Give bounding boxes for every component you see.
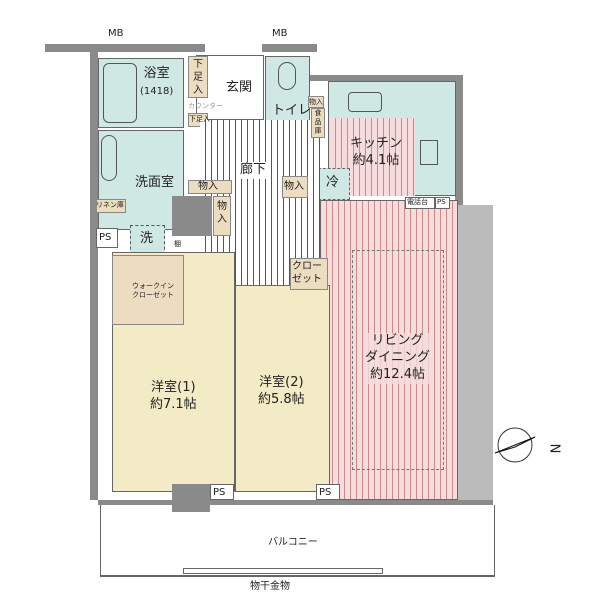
- hallway-label: 廊下: [240, 162, 267, 179]
- stove-icon: [420, 140, 438, 165]
- room1-name: 洋室(1): [151, 380, 196, 395]
- right-wall-upper: [455, 75, 463, 205]
- shoe-storage-1: [188, 56, 208, 98]
- closet-name-1: クロー: [292, 261, 322, 272]
- living-name-2: ダイニング: [365, 349, 431, 365]
- wic-name-2: クローゼット: [132, 291, 174, 300]
- washer-space: [130, 225, 165, 255]
- washroom-label: 洗面室: [135, 175, 175, 190]
- balcony-label: バルコニー: [268, 537, 318, 548]
- shoe-storage-1-label: 下足入: [193, 59, 203, 96]
- closet-name-2: ゼット: [292, 274, 322, 285]
- storage-3-label: 物入: [284, 181, 304, 192]
- left-wall: [90, 52, 98, 500]
- linen-storage: [96, 199, 126, 213]
- closet: [290, 258, 328, 290]
- balcony: [100, 505, 495, 577]
- storage-1-label: 物入: [198, 181, 218, 192]
- bathroom: [98, 58, 184, 128]
- ps-washroom: [96, 228, 118, 248]
- phone-stand: [405, 197, 435, 209]
- kitchen-top-wall: [310, 75, 460, 81]
- ps-washroom-label: PS: [99, 232, 112, 243]
- toilet-storage: [308, 96, 324, 108]
- living-size: 約12.4帖: [370, 366, 425, 382]
- top-wall-left: [45, 44, 205, 52]
- walk-in-closet: [112, 255, 184, 325]
- living-name-1: リビング: [371, 333, 424, 348]
- bath-size: (1418): [140, 85, 174, 97]
- fridge-label: 冷: [326, 175, 340, 190]
- kitchen-size: 約4.1帖: [352, 152, 400, 168]
- ps-kitchen: [435, 197, 450, 209]
- washer-label: 洗: [140, 231, 154, 246]
- toilet-storage-label: 物入: [309, 98, 323, 106]
- wic-name-1: ウォークイン: [132, 282, 174, 290]
- top-wall-right: [262, 44, 317, 52]
- bath-name: 浴室: [143, 66, 170, 81]
- mb-left: MB: [108, 28, 124, 39]
- living-label: リビングダイニング約12.4帖: [365, 333, 431, 384]
- ps-room1-label: PS: [213, 487, 226, 498]
- ps-room2: [316, 484, 340, 500]
- ps-kitchen-label: PS: [437, 198, 446, 206]
- toilet-bowl: [278, 62, 296, 90]
- column-left: [172, 484, 210, 512]
- pantry-label: 食品庫: [314, 109, 322, 136]
- shelf-label: 棚: [174, 240, 181, 248]
- pipe-shaft: [172, 196, 212, 236]
- storage-1: [188, 180, 232, 194]
- drying-rack-label: 物干金物: [250, 581, 290, 592]
- compass-icon: [494, 427, 536, 463]
- washbasin: [101, 135, 117, 181]
- ceiling-outline: [352, 250, 444, 470]
- kitchen-name: キッチン: [350, 136, 403, 151]
- pantry: [311, 108, 325, 138]
- ps-room2-label: PS: [319, 487, 332, 498]
- bottom-wall: [98, 500, 493, 505]
- phone-stand-label: 電話台: [407, 198, 428, 206]
- sink: [348, 92, 382, 112]
- right-wall-lower: [458, 205, 493, 500]
- storage-2: [213, 196, 231, 236]
- linen-label: リネン庫: [96, 201, 124, 209]
- closet-label: クローゼット: [292, 260, 322, 286]
- bathtub: [103, 63, 137, 123]
- room1-label: 洋室(1)約7.1帖: [150, 380, 197, 414]
- western-room-2: [235, 285, 330, 492]
- mb-right: MB: [272, 28, 288, 39]
- counter-label: カウンター: [188, 102, 223, 110]
- room2-label: 洋室(2)約5.8帖: [258, 375, 305, 409]
- kitchen-label: キッチン約4.1帖: [350, 136, 402, 170]
- north-label: N: [546, 443, 562, 454]
- ps-room1: [210, 484, 234, 500]
- shoe-storage-2-label: 下足入: [189, 115, 210, 123]
- toilet-label: トイレ: [272, 103, 312, 118]
- storage-2-label: 物入: [217, 201, 227, 225]
- storage-3: [282, 176, 308, 198]
- entrance-label: 玄関: [226, 80, 253, 95]
- room1-size: 約7.1帖: [150, 396, 197, 412]
- drying-rack: [183, 568, 383, 574]
- wic-label: ウォークインクローゼット: [132, 282, 174, 300]
- room2-name: 洋室(2): [259, 375, 304, 390]
- room2-size: 約5.8帖: [258, 391, 305, 407]
- bath-label: 浴室 (1418): [140, 66, 173, 100]
